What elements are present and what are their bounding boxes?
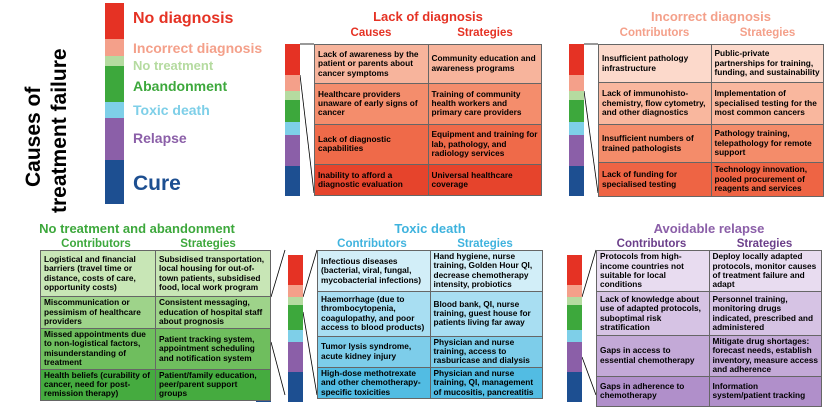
contributor-cell: Haemorrhage (due to thrombocytopenia, co… — [317, 290, 431, 337]
contributor-cell: Insufficient pathology infrastructure — [598, 44, 712, 83]
legend-label-no-treatment: No treatment — [133, 58, 214, 73]
contributor-cell: Miscommunication or pessimism of healthc… — [40, 296, 156, 329]
contributor-cell: Logistical and financial barriers (trave… — [40, 250, 156, 297]
legend-swatch-cure — [105, 160, 124, 204]
no-treatment-title: No treatment and abandonment — [39, 221, 235, 236]
strategy-cell: Personnel training, monitoring drugs ind… — [708, 291, 822, 336]
legend-swatch-incorrect-diagnosis — [105, 39, 124, 56]
strategy-cell: Training of community health workers and… — [427, 82, 542, 125]
strategy-cell: Patient tracking system, appointment sch… — [155, 328, 271, 370]
lack-of-diagnosis-col1: Causes — [350, 27, 392, 39]
strategy-cell: Community education and awareness progra… — [427, 44, 542, 84]
strategy-cell: Universal healthcare coverage — [427, 164, 542, 196]
strategy-cell: Implementation of specialised testing fo… — [710, 82, 824, 125]
table-row: Lack of awareness by the patient or pare… — [314, 44, 542, 84]
table-row: Healthcare providers unaware of early si… — [314, 82, 542, 125]
contributor-cell: Missed appointments due to non-logistica… — [40, 328, 156, 370]
table-row: Logistical and financial barriers (trave… — [40, 250, 271, 297]
contributor-cell: Infectious diseases (bacterial, viral, f… — [317, 250, 431, 292]
contributor-cell: Health beliefs (curability of cancer, ne… — [40, 368, 156, 401]
table-row: Gaps in access to essential chemotherapy… — [596, 335, 822, 377]
legend-swatch-no-treatment — [105, 56, 124, 66]
strategy-cell: Public-private partnerships for training… — [710, 44, 824, 83]
contributor-cell: Lack of knowledge about use of adapted p… — [596, 291, 710, 336]
strategy-cell: Blood bank, QI, nurse training, guest ho… — [429, 290, 543, 337]
cause-cell: Lack of awareness by the patient or pare… — [314, 44, 429, 84]
contributor-cell: Protocols from high-income countries not… — [596, 250, 710, 292]
legend-label-relapse: Relapse — [133, 130, 187, 146]
strategy-cell: Information system/patient tracking — [708, 375, 822, 407]
relapse-col1: Contributors — [616, 238, 687, 250]
table-row: Haemorrhage (due to thrombocytopenia, co… — [317, 290, 543, 337]
strategy-cell: Hand hygiene, nurse training, Golden Hou… — [429, 250, 543, 292]
main-title-line2: treatment failure — [48, 48, 71, 213]
strategy-cell: Consistent messaging, education of hospi… — [155, 296, 271, 329]
strategy-cell: Equipment and training for lab, patholog… — [427, 123, 542, 166]
table-row: High-dose methotrexate and other chemoth… — [317, 366, 543, 400]
strategy-cell: Deploy locally adapted protocols, monito… — [708, 250, 822, 292]
legend-label-cure: Cure — [133, 172, 181, 195]
toxic-death-col1: Contributors — [337, 238, 407, 250]
table-row: Miscommunication or pessimism of healthc… — [40, 296, 271, 329]
table-row: Missed appointments due to non-logistica… — [40, 328, 271, 370]
legend-swatch-toxic-death — [105, 102, 124, 118]
contributor-cell: Gaps in adherence to chemotherapy — [596, 375, 710, 407]
no-treatment-col1: Contributors — [61, 238, 131, 250]
strategy-cell: Patient/family education, peer/parent su… — [155, 368, 271, 401]
no-treatment-table: Logistical and financial barriers (trave… — [40, 250, 271, 401]
lack-of-diagnosis-col2: Strategies — [457, 27, 513, 39]
legend-swatch-relapse — [105, 118, 124, 160]
table-row: Tumor lysis syndrome, acute kidney injur… — [317, 335, 543, 368]
cause-cell: Healthcare providers unaware of early si… — [314, 82, 429, 125]
table-row: Health beliefs (curability of cancer, ne… — [40, 368, 271, 401]
legend-swatch-no-diagnosis — [105, 3, 124, 39]
legend-label-abandonment: Abandonment — [133, 78, 228, 94]
strategy-cell: Mitigate drug shortages: forecast needs,… — [708, 335, 822, 377]
cause-cell: Lack of diagnostic capabilities — [314, 123, 429, 166]
legend-swatch-abandonment — [105, 66, 124, 102]
legend-label-no-diagnosis: No diagnosis — [133, 10, 234, 27]
contributor-cell: High-dose methotrexate and other chemoth… — [317, 366, 431, 400]
strategy-cell: Technology innovation, pooled procuremen… — [710, 162, 824, 197]
incorrect-diagnosis-col1: Contributors — [619, 27, 690, 39]
toxic-death-table: Infectious diseases (bacterial, viral, f… — [317, 250, 543, 400]
lack-of-diagnosis-title: Lack of diagnosis — [373, 9, 483, 24]
relapse-col2: Strategies — [736, 238, 793, 250]
strategy-cell: Physician and nurse training, access to … — [429, 335, 543, 368]
legend-label-toxic-death: Toxic death — [133, 102, 210, 118]
table-row: Protocols from high-income countries not… — [596, 250, 822, 292]
no-treatment-col2: Strategies — [180, 238, 236, 250]
strategy-cell: Subsidised transportation, local housing… — [155, 250, 271, 297]
toxic-death-col2: Strategies — [457, 238, 513, 250]
main-title-line1: Causes of — [22, 86, 45, 187]
table-row: Inability to afford a diagnostic evaluat… — [314, 164, 542, 196]
legend-label-incorrect-diagnosis: Incorrect diagnosis — [133, 40, 263, 56]
lack-of-diagnosis-table: Lack of awareness by the patient or pare… — [314, 44, 542, 196]
cause-cell: Inability to afford a diagnostic evaluat… — [314, 164, 429, 196]
table-row: Lack of knowledge about use of adapted p… — [596, 291, 822, 336]
contributor-cell: Lack of funding for specialised testing — [598, 162, 712, 197]
relapse-title: Avoidable relapse — [653, 221, 765, 236]
strategy-cell: Physician and nurse training, QI, manage… — [429, 366, 543, 400]
table-row: Insufficient numbers of trained patholog… — [598, 124, 824, 163]
contributor-cell: Lack of immunohisto-chemistry, flow cyto… — [598, 82, 712, 125]
contributor-cell: Gaps in access to essential chemotherapy — [596, 335, 710, 377]
incorrect-diagnosis-col2: Strategies — [739, 27, 796, 39]
contributor-cell: Insufficient numbers of trained patholog… — [598, 124, 712, 163]
main-title: Causes of treatment failure — [22, 25, 82, 213]
toxic-death-title: Toxic death — [394, 221, 466, 236]
table-row: Lack of immunohisto-chemistry, flow cyto… — [598, 82, 824, 125]
strategy-cell: Pathology training, telepathology for re… — [710, 124, 824, 163]
relapse-table: Protocols from high-income countries not… — [596, 250, 822, 407]
contributor-cell: Tumor lysis syndrome, acute kidney injur… — [317, 335, 431, 368]
incorrect-diagnosis-title: Incorrect diagnosis — [651, 9, 771, 24]
table-row: Infectious diseases (bacterial, viral, f… — [317, 250, 543, 292]
